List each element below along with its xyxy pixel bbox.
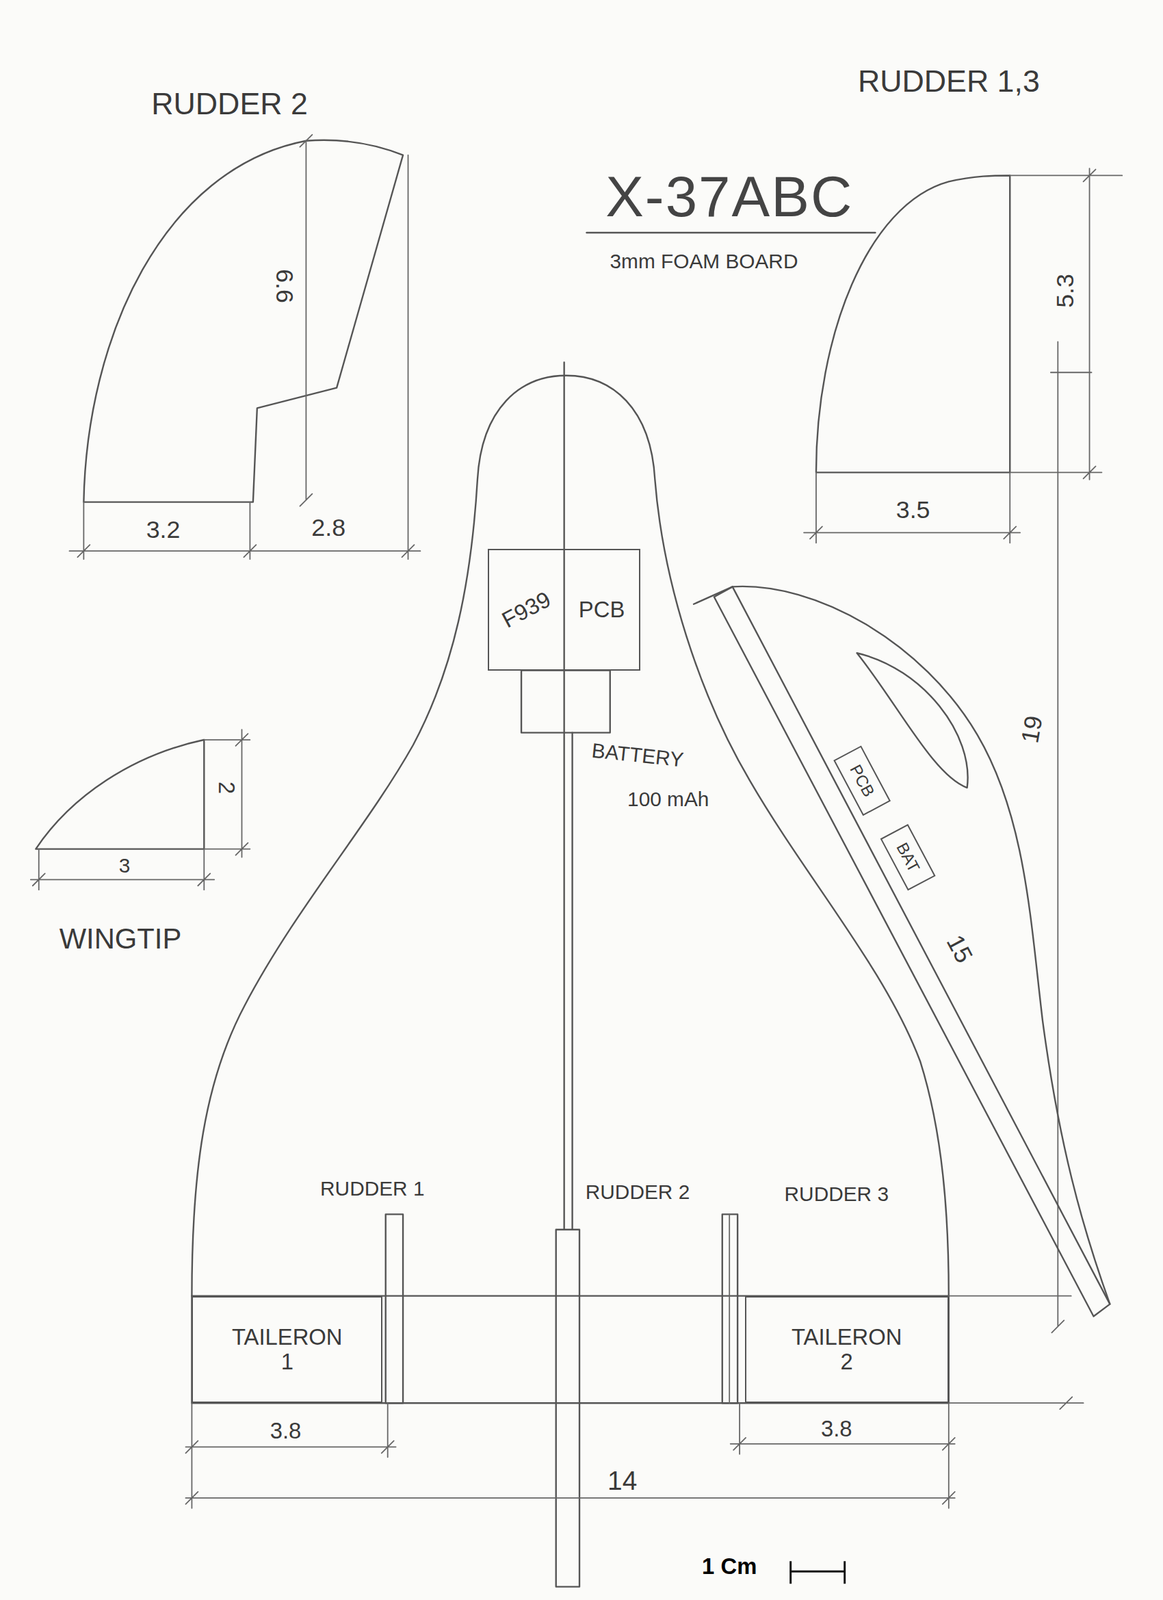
part-label: WINGTIP: [59, 922, 182, 955]
center-line: [564, 361, 573, 1229]
title-underline: [586, 231, 875, 234]
part-label: RUDDER 1: [320, 1177, 425, 1200]
taileron-surface: TAILERON 2: [745, 1295, 949, 1404]
node-cell: BAT: [881, 825, 934, 889]
battery-box: [521, 670, 611, 733]
electronics-box: F939 PCB: [487, 548, 642, 670]
part-label: RUDDER 2: [585, 1180, 690, 1203]
capacity-note: 100 mAh: [627, 787, 709, 810]
part-label: RUDDER 3: [784, 1182, 889, 1205]
dimension-line: [185, 1402, 955, 1457]
rudder-post: [385, 1213, 403, 1403]
dimension: 3: [119, 853, 131, 877]
dimension: 2: [214, 781, 239, 794]
dimension-line: [30, 729, 251, 890]
dimension: 5.3: [1052, 273, 1080, 308]
dimension: 6.6: [270, 268, 297, 304]
component-box: PCB: [833, 745, 891, 816]
part-label: RUDDER 1,3: [857, 64, 1040, 99]
fuselage-outline: [191, 375, 949, 1404]
side-view-strip: [714, 586, 1111, 1316]
dimension-line: [69, 134, 421, 559]
dimension: 19: [1016, 713, 1049, 746]
rudder-post: [556, 1229, 580, 1587]
dimension-line: [1051, 342, 1064, 1333]
extension-line: [948, 1295, 1084, 1410]
dimension: 2.8: [311, 515, 346, 542]
node-text: TAILERON 1: [231, 1324, 343, 1374]
canopy-outline: [857, 652, 969, 788]
node-cell: PCB: [564, 550, 640, 669]
scale-bar: [790, 1560, 845, 1584]
dimension: 15: [940, 930, 977, 968]
node-cell: PCB: [835, 747, 890, 815]
component-label: BATTERY: [590, 738, 685, 772]
dimension: 3.2: [146, 517, 181, 544]
rudder-post: [722, 1213, 738, 1403]
node-text: F939: [498, 586, 555, 633]
plan-title: X-37ABC: [605, 165, 854, 229]
node-text: PCB: [578, 597, 625, 622]
node-cell: TAILERON 1: [192, 1297, 382, 1402]
component-box: BAT: [880, 823, 936, 891]
node-cell: F939: [489, 550, 565, 669]
side-view-stub: [693, 586, 733, 604]
taileron-surface: TAILERON 1: [191, 1295, 383, 1404]
node-cell: TAILERON 2: [746, 1297, 948, 1402]
scale-label: 1 Cm: [701, 1553, 757, 1579]
side-view-outline: [732, 586, 1111, 1304]
dimension: 3.8: [270, 1418, 302, 1443]
wingtip-template: [35, 739, 204, 849]
rudder-template: [83, 140, 403, 503]
dimension: 14: [607, 1465, 637, 1495]
node-text: BAT: [892, 839, 923, 875]
node-text: TAILERON 2: [791, 1324, 903, 1374]
node-text: PCB: [846, 761, 878, 800]
rudder-post-line: [728, 1213, 730, 1403]
material-note: 3mm FOAM BOARD: [609, 249, 798, 273]
part-label: RUDDER 2: [151, 86, 308, 121]
dimension: 3.5: [896, 496, 931, 524]
dimension: 3.8: [820, 1416, 853, 1441]
dimension-line: [185, 1402, 955, 1508]
